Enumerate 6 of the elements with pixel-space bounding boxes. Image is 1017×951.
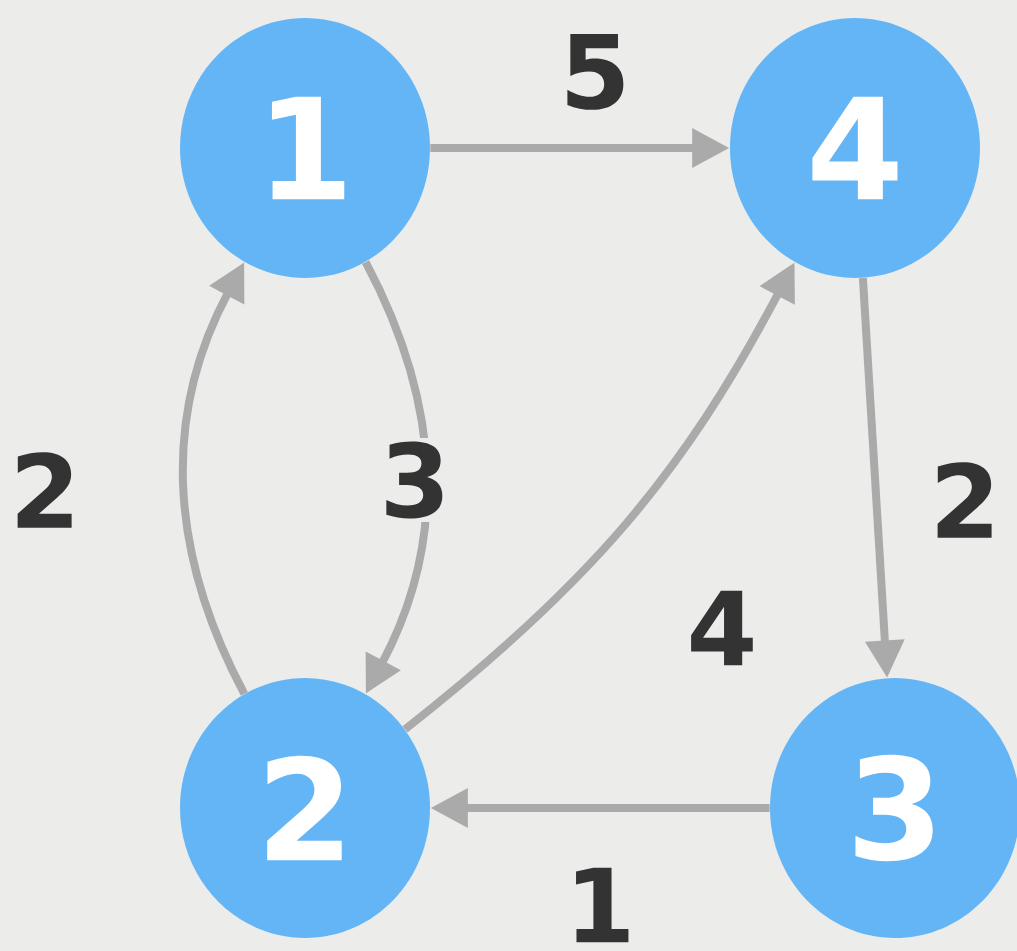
edge-label: 5 bbox=[556, 30, 634, 114]
edge-label: 3 bbox=[376, 437, 454, 523]
edge-label: 4 bbox=[683, 587, 761, 669]
edge-label: 2 bbox=[6, 448, 84, 532]
edge-label: 2 bbox=[926, 458, 1004, 542]
edge-label: 1 bbox=[561, 864, 639, 946]
